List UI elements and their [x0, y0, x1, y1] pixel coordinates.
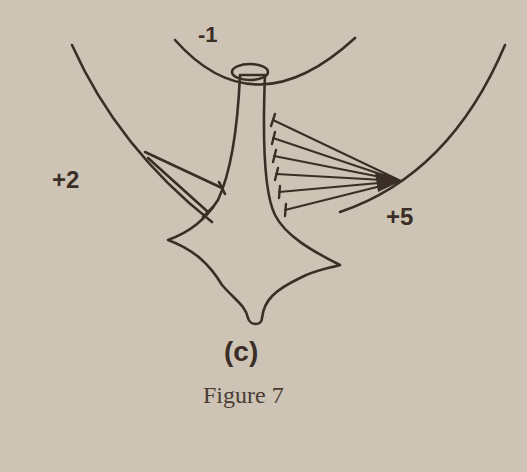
synapse-fan [273, 120, 401, 210]
synapse-origin [375, 172, 401, 192]
synapse-line [148, 158, 208, 212]
figure-caption: Figure 7 [203, 383, 284, 407]
synapse-terminal [219, 182, 225, 194]
synapse-terminals [271, 114, 286, 216]
panel-label: (c) [224, 338, 258, 366]
callout-number: +5 [386, 205, 413, 229]
synapse-terminal [203, 207, 213, 217]
stalk-loop [232, 64, 268, 80]
left-dendrite-arc [72, 45, 212, 222]
callout-number: -1 [198, 24, 218, 46]
synapse-line [145, 152, 222, 188]
callout-number: +2 [52, 168, 79, 192]
right-dendrite-arc [340, 45, 505, 212]
